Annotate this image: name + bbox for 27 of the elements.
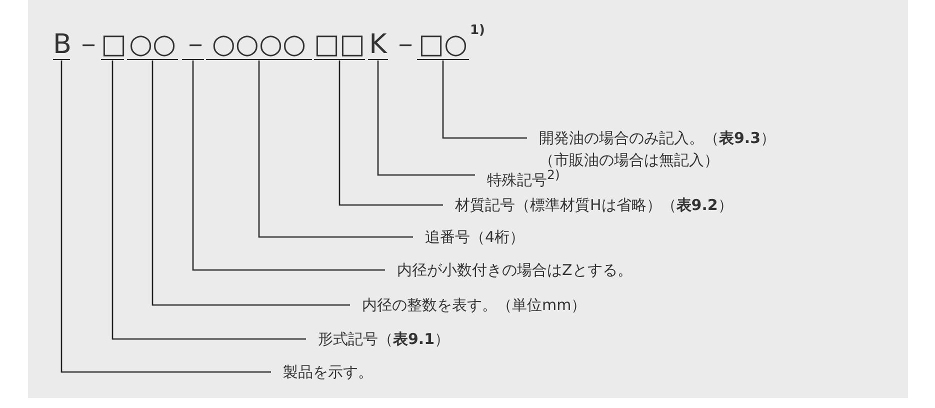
leader-line [60,60,271,373]
leader-line [152,60,350,306]
description-text: 製品を示す。 [271,361,373,383]
code-segment: － [182,30,204,60]
footnote-mark: 1) [470,24,485,40]
description-text: 形式記号（表9.1） [306,328,450,350]
code-segment: □ [101,30,124,60]
code-segment: □□ [314,30,365,60]
code-segment: K [368,30,388,60]
dash-symbol: － [392,30,419,59]
leader-line [112,60,306,340]
description-text: 内径が小数付きの場合はZとする。 [385,259,632,281]
description-text: 内径の整数を表す。（単位mm） [350,294,586,316]
leader-line [258,60,413,238]
description-text: （市販油の場合は無記入） [539,150,720,170]
code-segment: ○○ [127,30,178,60]
code-segment: B [53,30,70,60]
dash-symbol: － [75,30,102,59]
leader-line [442,60,527,139]
description-text: 材質記号（標準材質Hは省略）（表9.2） [443,194,733,216]
code-segment: ○○○○ [206,30,312,60]
description-text: 開発油の場合のみ記入。（表9.3） [539,128,776,149]
leader-line [377,60,475,176]
description-text: 追番号（4桁） [413,226,525,248]
code-segment: □○ [417,30,469,60]
leader-line [338,60,443,206]
leader-line [192,60,385,271]
